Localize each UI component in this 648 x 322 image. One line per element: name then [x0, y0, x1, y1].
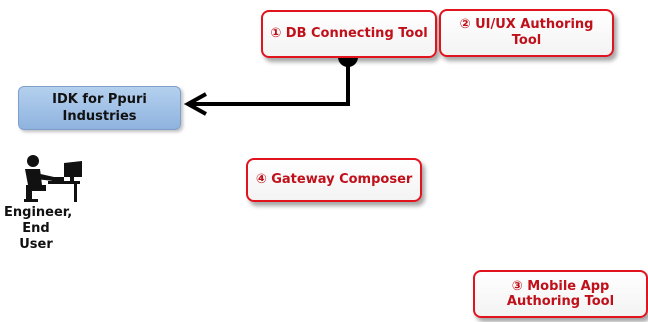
connector-arrowhead: [183, 92, 207, 116]
db-connecting-tool-label: ① DB Connecting Tool: [270, 26, 428, 41]
uiux-authoring-tool-box: ② UI/UX Authoring Tool: [439, 9, 614, 57]
uiux-authoring-tool-label: ② UI/UX Authoring Tool: [459, 17, 594, 48]
idk-label: IDK for Ppuri Industries: [52, 92, 147, 124]
db-connecting-tool-box: ① DB Connecting Tool: [261, 10, 437, 58]
engineer-at-computer-icon: [24, 155, 82, 202]
gateway-composer-label: ④ Gateway Composer: [255, 172, 413, 187]
db-to-idk-connector: [190, 58, 350, 106]
idk-box: IDK for Ppuri Industries: [18, 86, 181, 130]
engineer-end-user-label: Engineer, End User: [4, 205, 73, 252]
mobile-app-authoring-tool-label: ③ Mobile App Authoring Tool: [506, 279, 615, 309]
gateway-composer-box: ④ Gateway Composer: [246, 158, 422, 202]
mobile-app-authoring-tool-box: ③ Mobile App Authoring Tool: [473, 270, 648, 318]
